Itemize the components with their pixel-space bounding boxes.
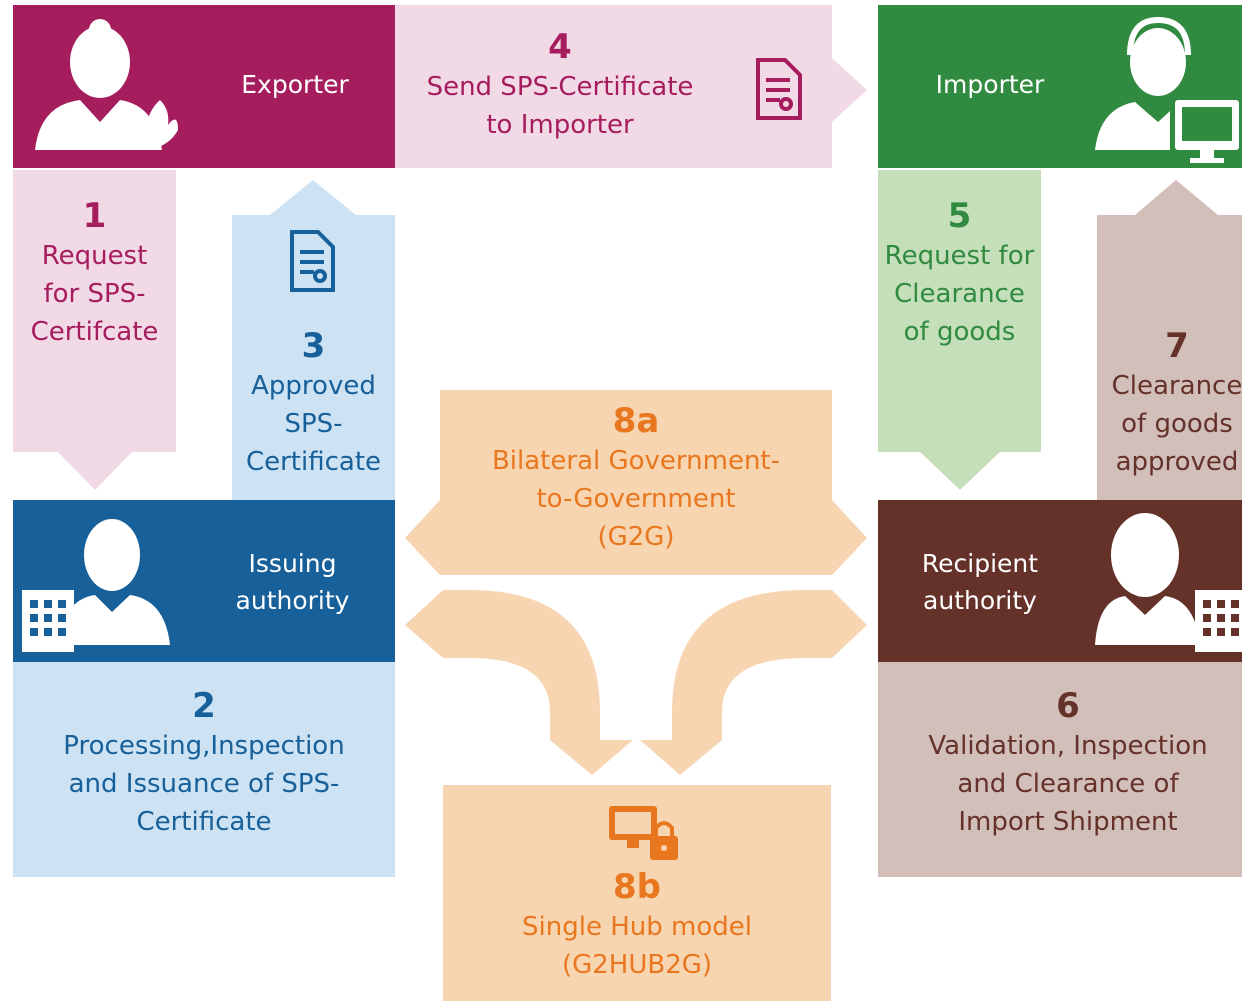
step-5-number: 5 <box>947 196 972 236</box>
step-8b-label: Single Hub model (G2HUB2G) <box>522 912 752 980</box>
step-5-label: Request for Clearance of goods <box>884 241 1035 347</box>
step-7-text: 7 Clearance of goods approved <box>1104 325 1242 481</box>
hub-curved-arrow-left <box>405 590 633 775</box>
recipient-authority-label: Recipient authority <box>921 549 1039 615</box>
importer-label: Importer <box>935 70 1045 99</box>
step-3-arrow <box>232 180 395 500</box>
step-1-label: Request for SPS- Certifcate <box>30 241 159 347</box>
step-8a-double-arrow <box>405 390 867 575</box>
step-7-label: Clearance of goods approved <box>1111 371 1242 477</box>
exporter-label: Exporter <box>241 70 349 99</box>
step-8b-number: 8b <box>613 867 661 907</box>
step-6-box <box>878 662 1242 877</box>
step-4-number: 4 <box>548 27 572 67</box>
step-1-text: 1 Request for SPS- Certifcate <box>13 195 176 351</box>
step-8a-label: Bilateral Government- to-Government (G2G… <box>491 446 781 552</box>
step-2-label: Processing,Inspection and Issuance of SP… <box>63 731 345 837</box>
step-5-arrow <box>878 170 1041 490</box>
step-7-arrow <box>1097 180 1242 500</box>
importer-man-headset-icon <box>1095 16 1242 163</box>
step-4-label: Send SPS-Certificate to Importer <box>426 72 694 140</box>
step-6-label: Validation, Inspection and Clearance of … <box>928 731 1208 837</box>
step-2-box <box>13 662 395 877</box>
step-3-text: 3 Approved SPS- Certificate <box>232 325 395 481</box>
step-6-number: 6 <box>1056 686 1080 726</box>
step-3-number: 3 <box>301 326 326 366</box>
step-2-text: 2 Processing,Inspection and Issuance of … <box>13 685 395 841</box>
step-3-label: Approved SPS- Certificate <box>245 371 382 477</box>
step-8a-number: 8a <box>612 401 660 441</box>
issuing-officer-building-icon <box>22 519 170 652</box>
exporter-woman-icon <box>35 19 178 150</box>
step-8b-text: 8b Single Hub model (G2HUB2G) <box>443 866 831 984</box>
hub-curved-arrow-right <box>640 590 867 775</box>
computer-lock-icon <box>609 806 678 860</box>
step-6-text: 6 Validation, Inspection and Clearance o… <box>878 685 1242 841</box>
step-7-number: 7 <box>1165 326 1189 366</box>
step-1-number: 1 <box>82 196 107 236</box>
step-5-text: 5 Request for Clearance of goods <box>878 195 1041 351</box>
step-4-text: 4 Send SPS-Certificate to Importer <box>400 26 720 144</box>
step-8a-text: 8a Bilateral Government- to-Government (… <box>440 400 832 556</box>
certificate-icon-step4 <box>756 58 802 120</box>
issuing-authority-label: Issuing authority <box>235 549 350 615</box>
step-4-arrow <box>395 5 867 168</box>
recipient-woman-building-icon <box>1095 513 1242 652</box>
certificate-icon-step3 <box>290 230 335 292</box>
step-1-arrow <box>13 170 176 490</box>
step-2-number: 2 <box>192 686 216 726</box>
